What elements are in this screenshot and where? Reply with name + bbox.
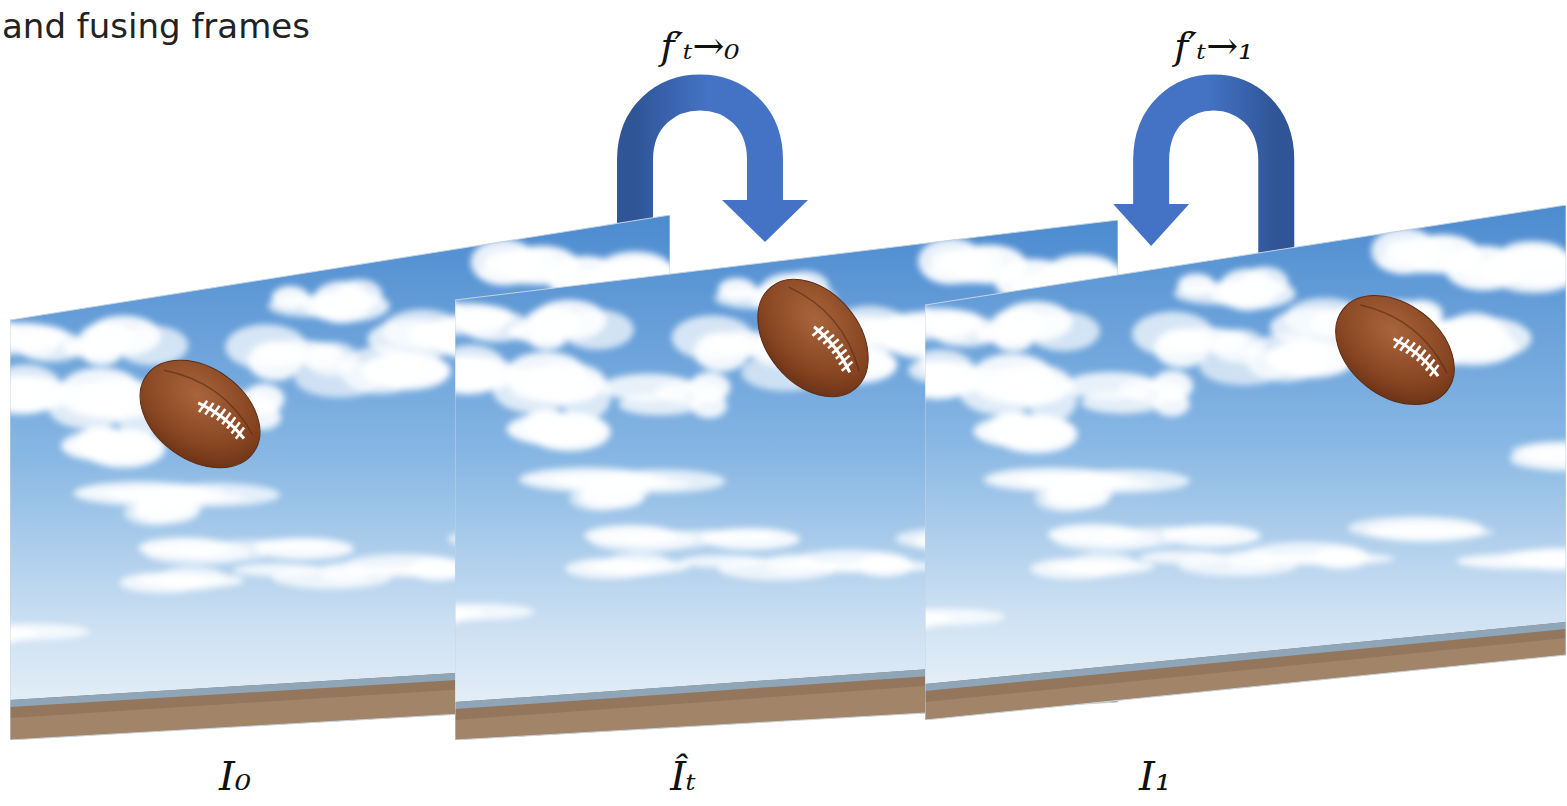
- frame-content: [925, 205, 1566, 720]
- frame-label: I₀: [219, 754, 251, 798]
- flow-label: f′ₜ→₀: [656, 25, 743, 69]
- football: [735, 258, 890, 418]
- clouds: [925, 228, 1566, 634]
- ground: [925, 622, 1566, 720]
- football: [120, 338, 281, 490]
- frame-label: Îₜ: [670, 754, 696, 798]
- arrow-shaft: [1151, 93, 1276, 256]
- frame-outline: [925, 205, 1566, 720]
- football: [1315, 273, 1476, 427]
- flow-label: f′ₜ→₁: [1170, 25, 1257, 69]
- frame-image: [925, 205, 1566, 720]
- flow-arrow: [1113, 93, 1276, 256]
- arrow-head: [722, 200, 808, 242]
- ground-near: [925, 638, 1566, 720]
- video-frame: I₁: [925, 205, 1566, 720]
- slide-heading-fragment: and fusing frames: [2, 6, 310, 47]
- arrow-head: [1113, 204, 1189, 246]
- frame-label: I₁: [1139, 754, 1171, 798]
